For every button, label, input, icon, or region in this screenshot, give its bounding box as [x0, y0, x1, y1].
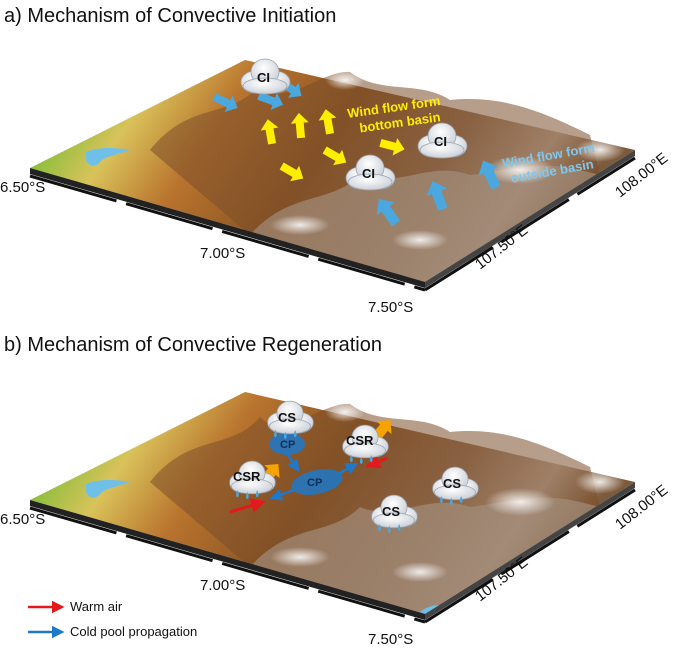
- panel-b-axis-lat: [29, 506, 426, 624]
- cloud-label: CS: [278, 410, 296, 425]
- blue-arrow-icon: [212, 93, 238, 112]
- panel-b-lat-tick-1: 6.50°S: [0, 511, 45, 528]
- yellow-arrow-icon: [260, 119, 279, 145]
- panel-a-cloud-ci-3: CI: [345, 154, 396, 191]
- cloud-label: CI: [362, 166, 375, 181]
- cold-pool-label: CP: [307, 477, 322, 489]
- panel-a-title: a) Mechanism of Convective Initiation: [4, 5, 336, 27]
- cloud-label: CI: [257, 70, 270, 85]
- legend-warm-air-label: Warm air: [70, 599, 123, 614]
- panel-a-outside-wind-arrows: [212, 78, 501, 227]
- warm-air-arrow: [365, 454, 388, 469]
- panel-b-terrain: [30, 392, 635, 620]
- cloud-label: CS: [443, 476, 461, 491]
- panel-b-axis-lon: [424, 488, 636, 624]
- panel-b-lat-tick-2: 7.00°S: [200, 577, 245, 594]
- panel-a-axis-lat: [29, 174, 426, 292]
- blue-arrow-icon: [426, 180, 448, 211]
- cloud-label: CSR: [233, 469, 261, 484]
- blue-arrow-icon: [376, 198, 401, 227]
- panel-b-cloud-cs-2: CS: [432, 466, 479, 506]
- legend: Warm air Cold pool propagation: [28, 599, 197, 639]
- panel-b-cloud-cs-1: CS: [267, 400, 314, 440]
- panel-a-axis-lon: [424, 156, 636, 292]
- blue-arrow-icon: [478, 160, 501, 190]
- legend-cold-pool-label: Cold pool propagation: [70, 624, 197, 639]
- panel-a-lat-tick-3: 7.50°S: [368, 299, 413, 316]
- cold-pool-arrow: [284, 451, 300, 473]
- panel-a-lat-tick-2: 7.00°S: [200, 245, 245, 262]
- yellow-arrow-icon: [322, 146, 347, 166]
- lake: [86, 480, 130, 498]
- panel-b-title: b) Mechanism of Convective Regeneration: [4, 334, 382, 356]
- cold-pool-label: CP: [280, 439, 295, 451]
- yellow-arrow-icon: [379, 138, 405, 156]
- cloud-label: CI: [434, 134, 447, 149]
- panel-b-cold-pool-2: CP: [291, 469, 343, 495]
- cloud-label: CS: [382, 504, 400, 519]
- cold-pool-arrow: [269, 488, 295, 501]
- blue-arrow-icon: [257, 92, 284, 110]
- panel-b-lat-tick-3: 7.50°S: [368, 631, 413, 648]
- yellow-arrow-icon: [279, 162, 304, 182]
- panel-a-terrain: [30, 60, 635, 288]
- panel-b-cold-pool-1: CP: [269, 433, 305, 455]
- yellow-arrow-icon: [318, 109, 337, 135]
- panel-a-basin-wind-arrows: [260, 109, 405, 182]
- panel-b-cloud-csr-2: CSR: [229, 460, 276, 500]
- cold-pool-arrow: [337, 462, 359, 476]
- panel-b-cloud-csr-1: CSR: [342, 424, 389, 465]
- panel-b-cloud-cs-3: CS: [371, 494, 418, 534]
- panel-a-lat-tick-1: 6.50°S: [0, 179, 45, 196]
- warm-air-arrow: [229, 498, 266, 514]
- cloud-label: CSR: [346, 433, 374, 448]
- panel-b-cold-pool-arrows: [269, 451, 359, 501]
- panel-a-cloud-ci-1: CI: [240, 58, 291, 95]
- panel-a-cloud-ci-2: CI: [417, 122, 468, 159]
- lake: [86, 148, 130, 166]
- yellow-arrow-icon: [290, 113, 309, 139]
- panel-b-warm-air-arrows: [229, 454, 388, 514]
